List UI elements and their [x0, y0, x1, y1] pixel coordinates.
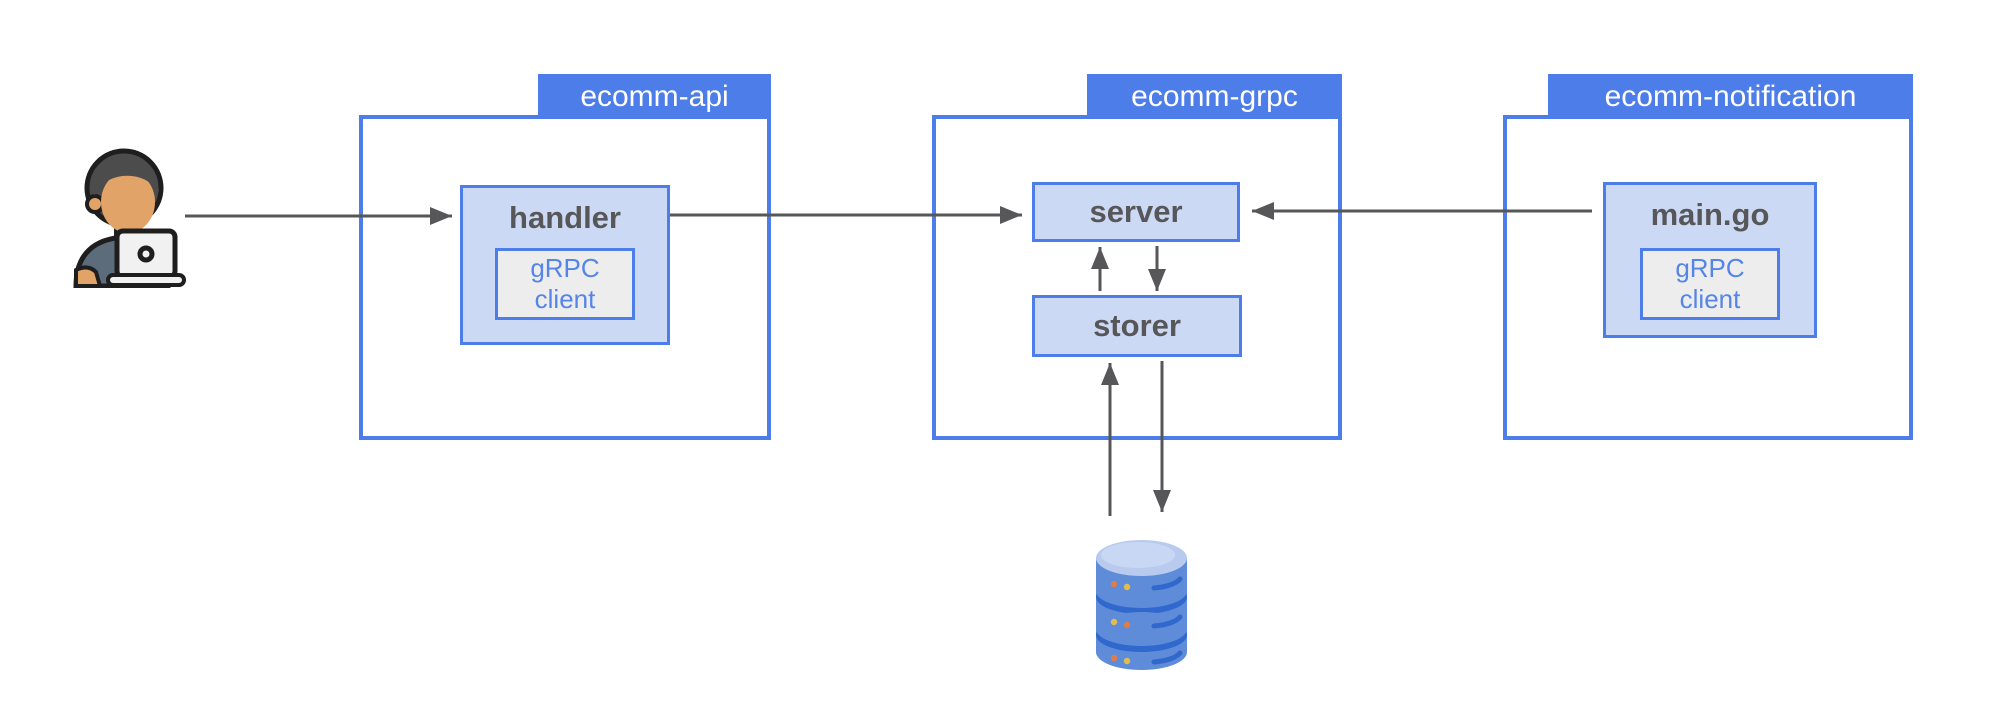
- subnode-grpc-client-notification: gRPC client: [1640, 248, 1780, 320]
- node-storer-label: storer: [1093, 308, 1181, 343]
- node-handler: handler gRPC client: [460, 185, 670, 345]
- node-handler-label: handler: [509, 200, 621, 235]
- group-tab-ecomm-notification: ecomm-notification: [1548, 74, 1913, 119]
- user-laptop-icon: [73, 148, 186, 288]
- node-server: server: [1032, 182, 1240, 242]
- subnode-grpc-client-api: gRPC client: [495, 248, 635, 320]
- node-server-label: server: [1089, 194, 1183, 229]
- database-icon: [1096, 540, 1187, 670]
- node-storer: storer: [1032, 295, 1242, 357]
- group-ecomm-grpc: ecomm-grpc: [932, 74, 1342, 440]
- group-tab-ecomm-api: ecomm-api: [538, 74, 771, 119]
- node-main-go: main.go gRPC client: [1603, 182, 1817, 338]
- node-main-go-label: main.go: [1650, 197, 1770, 232]
- group-tab-ecomm-grpc: ecomm-grpc: [1087, 74, 1342, 119]
